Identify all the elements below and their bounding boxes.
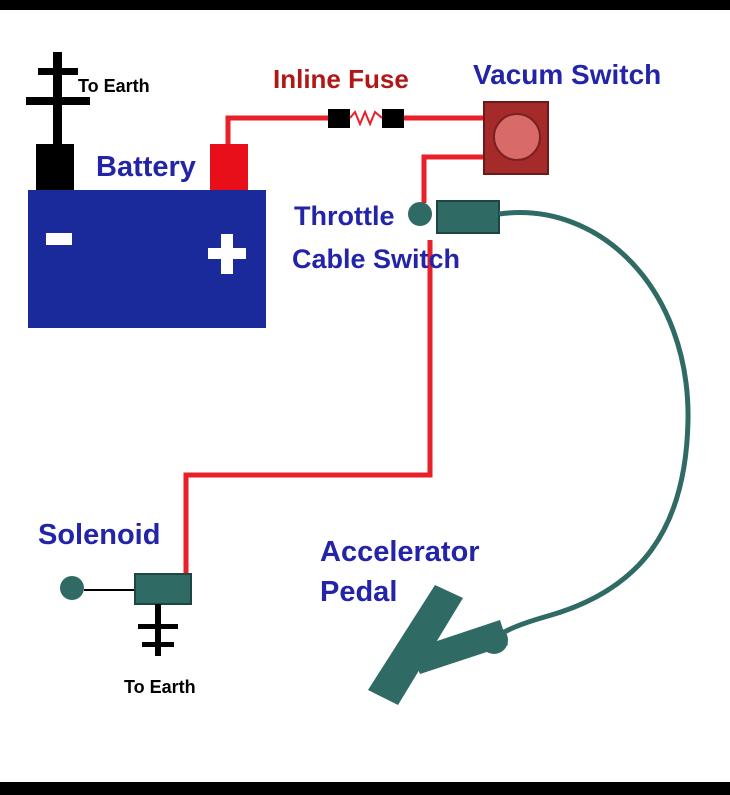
to-earth-label-solenoid: To Earth — [124, 677, 196, 697]
wire-switch-to-throttle — [421, 154, 485, 203]
solenoid-plunger-knob — [60, 576, 84, 600]
wire-battery-to-fuse — [225, 115, 330, 145]
solenoid-icon — [60, 573, 192, 605]
pedal-plate — [368, 585, 463, 705]
accelerator-label-line1: Accelerator — [320, 536, 480, 568]
accelerator-label-line2: Pedal — [320, 576, 397, 608]
battery — [28, 144, 266, 328]
pedal-pivot — [480, 626, 508, 654]
throttle-switch-icon — [408, 200, 500, 234]
to-earth-label-battery: To Earth — [78, 76, 150, 96]
solenoid-earth-bar-bottom — [142, 642, 174, 647]
inline-fuse-label: Inline Fuse — [273, 64, 409, 94]
solenoid-earth-bar-top — [138, 624, 178, 629]
wires — [183, 115, 485, 574]
earth-icon — [26, 52, 90, 148]
battery-positive-terminal — [210, 144, 248, 190]
battery-negative-terminal — [36, 144, 74, 194]
background — [0, 10, 730, 782]
fuse-element — [349, 109, 383, 127]
throttle-label-line1: Throttle — [294, 201, 395, 231]
throttle-switch-body — [436, 200, 500, 234]
solenoid-earth-stem — [155, 604, 161, 656]
fuse-cap-right — [382, 109, 404, 128]
solenoid-label: Solenoid — [38, 519, 160, 551]
vacuum-switch-button — [493, 113, 541, 161]
earth-bar-bottom — [26, 97, 90, 105]
throttle-label-line2: Cable Switch — [292, 244, 460, 274]
fuse-cap-left — [328, 109, 350, 128]
battery-label: Battery — [96, 151, 196, 183]
earth-icon — [138, 604, 178, 656]
battery-plus-icon-v — [221, 234, 233, 274]
vacuum-switch-icon — [483, 101, 549, 175]
throttle-cable — [490, 210, 691, 643]
wire-throttle-to-solenoid — [183, 240, 433, 574]
battery-minus-icon — [46, 233, 72, 245]
accelerator-pedal-icon — [368, 585, 508, 705]
vacuum-switch-label: Vacum Switch — [473, 59, 661, 90]
earth-bar-top — [38, 68, 78, 75]
throttle-switch-knob — [408, 202, 432, 226]
fuse-icon — [328, 109, 404, 128]
solenoid-body — [134, 573, 192, 605]
